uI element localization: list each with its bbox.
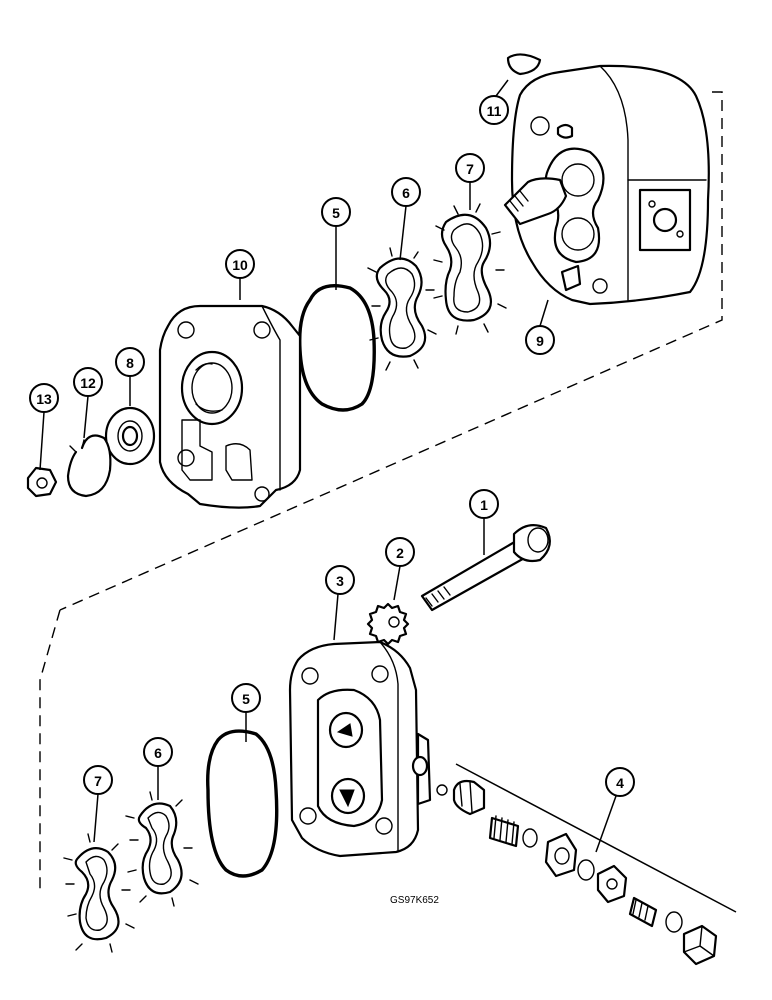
callout-7-upper: 7 [455,153,485,183]
callout-3: 3 [325,565,355,595]
callout-11: 11 [479,95,509,125]
svg-text:8: 8 [126,355,134,371]
o-ring-5-upper [298,284,376,412]
svg-text:9: 9 [536,333,544,349]
lock-washer [366,602,410,646]
cap-screw [420,523,551,612]
svg-text:12: 12 [80,375,96,391]
svg-text:10: 10 [232,257,248,273]
svg-text:13: 13 [36,391,52,407]
seal-7-upper [433,203,507,335]
svg-text:5: 5 [242,691,250,707]
cover-plate [158,304,302,509]
svg-text:11: 11 [487,103,502,119]
callout-2: 2 [385,537,415,567]
end-cover [288,640,432,858]
svg-text:3: 3 [336,573,344,589]
o-ring-5-lower [206,729,279,878]
svg-text:1: 1 [480,497,488,513]
seal-6-upper [367,247,437,371]
svg-text:7: 7 [466,161,474,177]
callout-1: 1 [469,489,499,519]
relief-valve-kit [436,763,737,966]
callout-13: 13 [29,383,59,413]
callout-4: 4 [605,767,635,797]
svg-text:2: 2 [396,545,404,561]
callout-7-lower: 7 [83,765,113,795]
svg-text:6: 6 [154,745,162,761]
svg-text:7: 7 [94,773,102,789]
seal-6-lower [125,791,199,907]
callout-6-upper: 6 [391,177,421,207]
callout-5-lower: 5 [231,683,261,713]
callout-6-lower: 6 [143,737,173,767]
assembly-guide-lines [39,91,723,892]
callout-5-upper: 5 [321,197,351,227]
svg-text:5: 5 [332,205,340,221]
snap-ring [66,434,112,498]
leader-lines [39,79,617,853]
shaft-nut [26,466,58,498]
callout-10: 10 [225,249,255,279]
callout-8: 8 [115,347,145,377]
svg-text:4: 4 [616,775,624,791]
pump-body [503,64,710,306]
figure-code: GS97K652 [390,895,439,906]
shaft-bearing [104,406,156,466]
woodruff-key [506,53,542,76]
seal-7-lower [63,833,135,953]
callout-9: 9 [525,325,555,355]
svg-text:6: 6 [402,185,410,201]
callout-12: 12 [73,367,103,397]
